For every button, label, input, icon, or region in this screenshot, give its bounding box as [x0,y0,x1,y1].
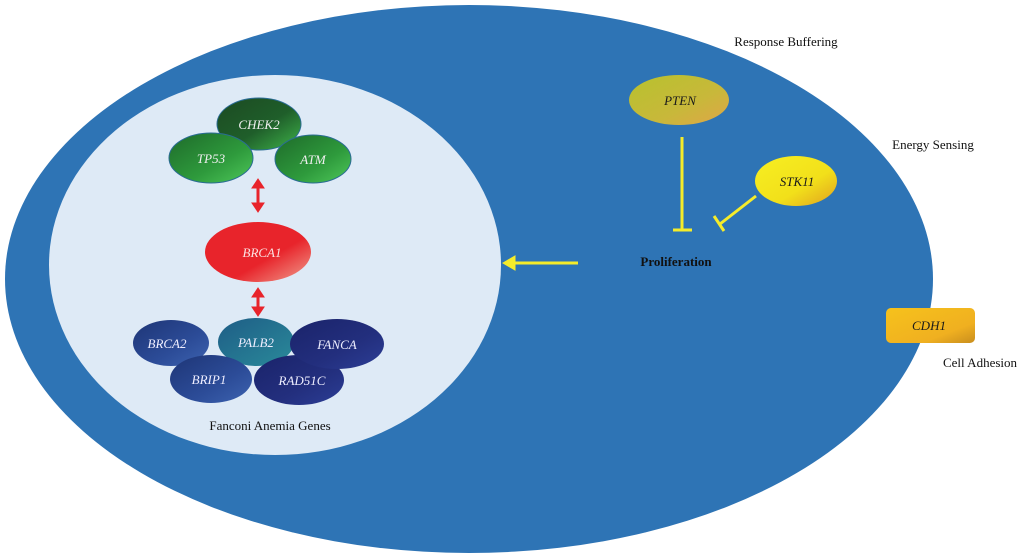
gene-label-pten: PTEN [663,93,697,108]
gene-node-fanca[interactable]: FANCA [290,319,384,369]
cell-adhesion-label: Cell Adhesion [943,355,1018,370]
gene-label-brca2: BRCA2 [148,336,187,351]
gene-node-cdh1[interactable]: CDH1 [886,308,975,343]
interaction-arrow-lower [251,287,265,317]
gene-label-tp53: TP53 [197,151,226,166]
gene-label-fanca: FANCA [316,337,357,352]
gene-label-cdh1: CDH1 [912,318,946,333]
fanconi-group-label: Fanconi Anemia Genes [209,418,330,433]
proliferation-to-nucleus-arrow [502,255,578,271]
gene-node-chek2[interactable]: CHEK2 [216,97,302,151]
gene-node-brip1[interactable]: BRIP1 [170,355,252,403]
gene-label-palb2: PALB2 [237,335,274,350]
pten-inhibition-edge [673,137,692,232]
stk11-inhibition-edge [712,194,757,232]
interaction-arrow-upper [251,178,265,213]
gene-node-pten[interactable]: PTEN [629,75,729,125]
gene-label-brip1: BRIP1 [192,372,227,387]
gene-node-stk11[interactable]: STK11 [755,156,837,206]
gene-node-brca1[interactable]: BRCA1 [205,222,311,282]
gene-label-chek2: CHEK2 [238,117,280,132]
gene-label-rad51c: RAD51C [278,373,326,388]
gene-node-atm[interactable]: ATM [274,134,352,184]
gene-node-brca2[interactable]: BRCA2 [133,320,209,366]
energy-sensing-label: Energy Sensing [892,137,974,152]
gene-label-atm: ATM [299,152,327,167]
gene-node-palb2[interactable]: PALB2 [218,318,294,366]
gene-label-brca1: BRCA1 [243,245,282,260]
gene-node-tp53[interactable]: TP53 [168,132,254,184]
response-buffering-label: Response Buffering [734,34,838,49]
proliferation-label: Proliferation [640,254,712,269]
gene-label-stk11: STK11 [780,174,814,189]
